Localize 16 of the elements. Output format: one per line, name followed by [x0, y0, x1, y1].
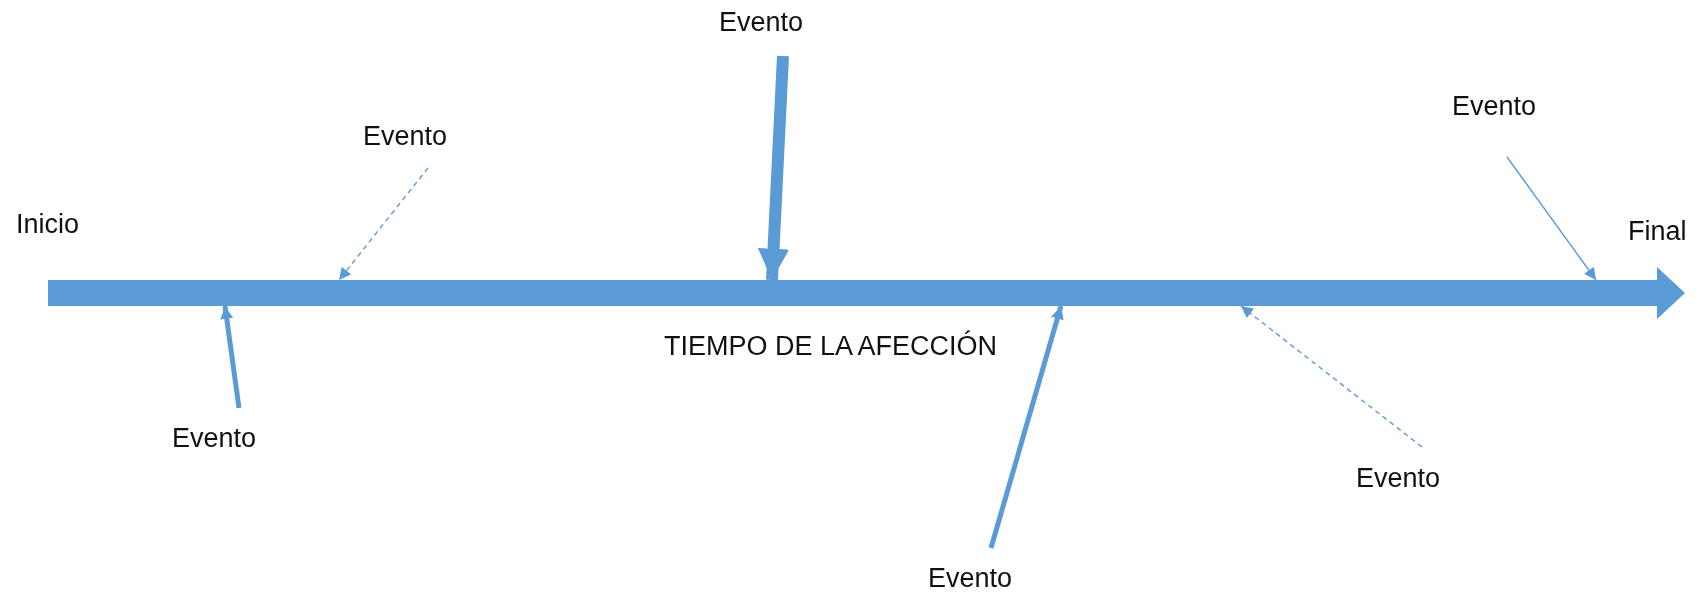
timeline-arrow — [48, 266, 1686, 320]
axis-title: TIEMPO DE LA AFECCIÓN — [664, 332, 998, 362]
arrow — [1240, 305, 1423, 448]
arrow — [338, 167, 429, 281]
arrow — [757, 55, 790, 281]
event-label: Evento — [719, 8, 804, 38]
arrow — [220, 305, 242, 409]
event-label: Evento — [363, 122, 448, 152]
arrow — [988, 305, 1064, 549]
event-label: Evento — [928, 564, 1013, 594]
arrow — [1506, 156, 1597, 281]
event-label: Evento — [1452, 92, 1537, 122]
end-label: Final — [1628, 217, 1687, 247]
start-label: Inicio — [16, 210, 80, 240]
event-label: Evento — [172, 424, 257, 454]
event-label: Evento — [1356, 464, 1441, 494]
